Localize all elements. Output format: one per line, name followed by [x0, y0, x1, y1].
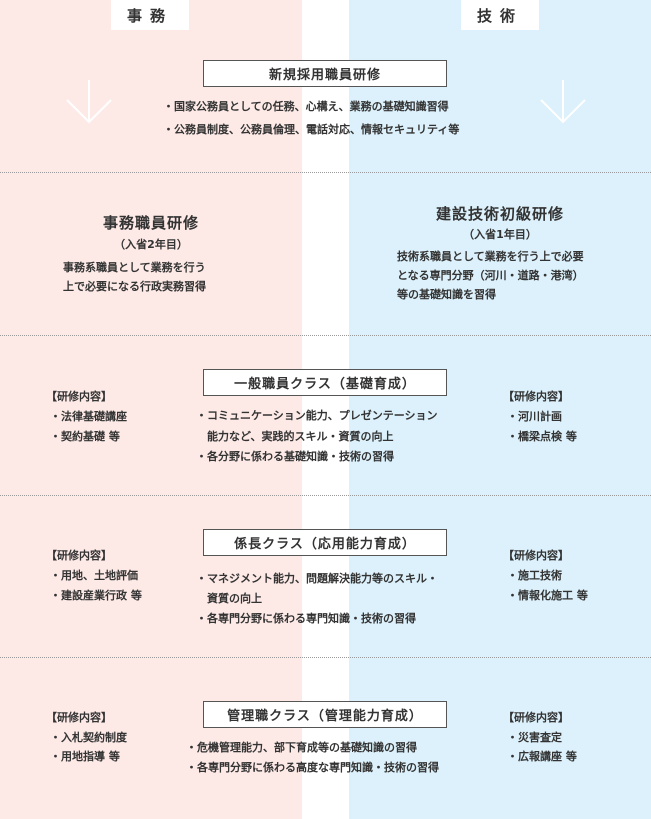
general-staff-bullet: ・各分野に係わる基礎知識・技術の習得 [196, 450, 394, 463]
section-divider [0, 495, 651, 496]
section-divider [0, 657, 651, 658]
admin-course-item: ・用地、土地評価 [50, 569, 138, 582]
admin-training-title: 事務職員研修 [102, 214, 199, 232]
section-divider [0, 335, 651, 336]
tech-column-background [349, 0, 651, 819]
tech-course-item: ・情報化施工 等 [507, 589, 588, 602]
tech-training-title: 建設技術初級研修 [435, 205, 564, 223]
tech-course-item: ・河川計画 [507, 410, 562, 423]
tech-training-desc: となる専門分野（河川・道路・港湾） [397, 269, 584, 282]
admin-course-item: ・法律基礎講座 [50, 410, 127, 423]
new-hire-training-label: 新規採用職員研修 [203, 60, 447, 87]
tech-course-item: ・災害査定 [507, 731, 562, 744]
admin-course-heading: 【研修内容】 [46, 549, 112, 562]
tech-course-heading: 【研修内容】 [503, 549, 569, 562]
admin-training-desc: 上で必要になる行政実務習得 [63, 280, 206, 293]
admin-course-item: ・建設産業行政 等 [50, 589, 142, 602]
admin-course-item: ・契約基礎 等 [50, 430, 120, 443]
tech-course-item: ・広報講座 等 [507, 750, 577, 763]
management-class-bullet: ・危機管理能力、部下育成等の基礎知識の習得 [186, 741, 417, 754]
admin-course-heading: 【研修内容】 [46, 390, 112, 403]
admin-training-year: （入省2年目） [114, 238, 188, 251]
tech-course-item: ・橋梁点検 等 [507, 430, 577, 443]
section-divider [0, 172, 651, 173]
management-class-bullet: ・各専門分野に係わる高度な専門知識・技術の習得 [186, 761, 439, 774]
tech-training-desc: 技術系職員として業務を行う上で必要 [397, 250, 584, 263]
admin-column-background [0, 0, 302, 819]
new-hire-bullet: ・国家公務員としての任務、心構え、業務の基礎知識習得 [163, 100, 449, 113]
tech-course-heading: 【研修内容】 [503, 711, 569, 724]
management-class-label: 管理職クラス（管理能力育成） [203, 701, 447, 728]
tech-course-heading: 【研修内容】 [503, 390, 569, 403]
down-arrow-icon [66, 80, 112, 124]
admin-course-heading: 【研修内容】 [46, 711, 112, 724]
tech-column-header: 技術 [461, 0, 539, 30]
chief-class-bullet: 資質の向上 [196, 592, 262, 605]
admin-course-item: ・用地指導 等 [50, 750, 120, 763]
admin-column-header: 事務 [111, 0, 189, 30]
general-staff-class-label: 一般職員クラス（基礎育成） [203, 369, 447, 396]
down-arrow-icon [540, 80, 586, 124]
tech-course-item: ・施工技術 [507, 569, 562, 582]
admin-training-desc: 事務系職員として業務を行う [63, 261, 206, 274]
general-staff-bullet: ・コミュニケーション能力、プレゼンテーション [196, 409, 438, 422]
admin-course-item: ・入札契約制度 [50, 731, 127, 744]
chief-class-label: 係長クラス（応用能力育成） [203, 529, 447, 556]
chief-class-bullet: ・各専門分野に係わる専門知識・技術の習得 [196, 612, 416, 625]
chief-class-bullet: ・マネジメント能力、問題解決能力等のスキル・ [196, 572, 438, 585]
tech-training-year: （入省1年目） [463, 228, 537, 241]
new-hire-bullet: ・公務員制度、公務員倫理、電話対応、情報セキュリティ等 [163, 123, 460, 136]
general-staff-bullet: 能力など、実践的スキル・資質の向上 [196, 430, 394, 443]
tech-training-desc: 等の基礎知識を習得 [397, 288, 496, 301]
